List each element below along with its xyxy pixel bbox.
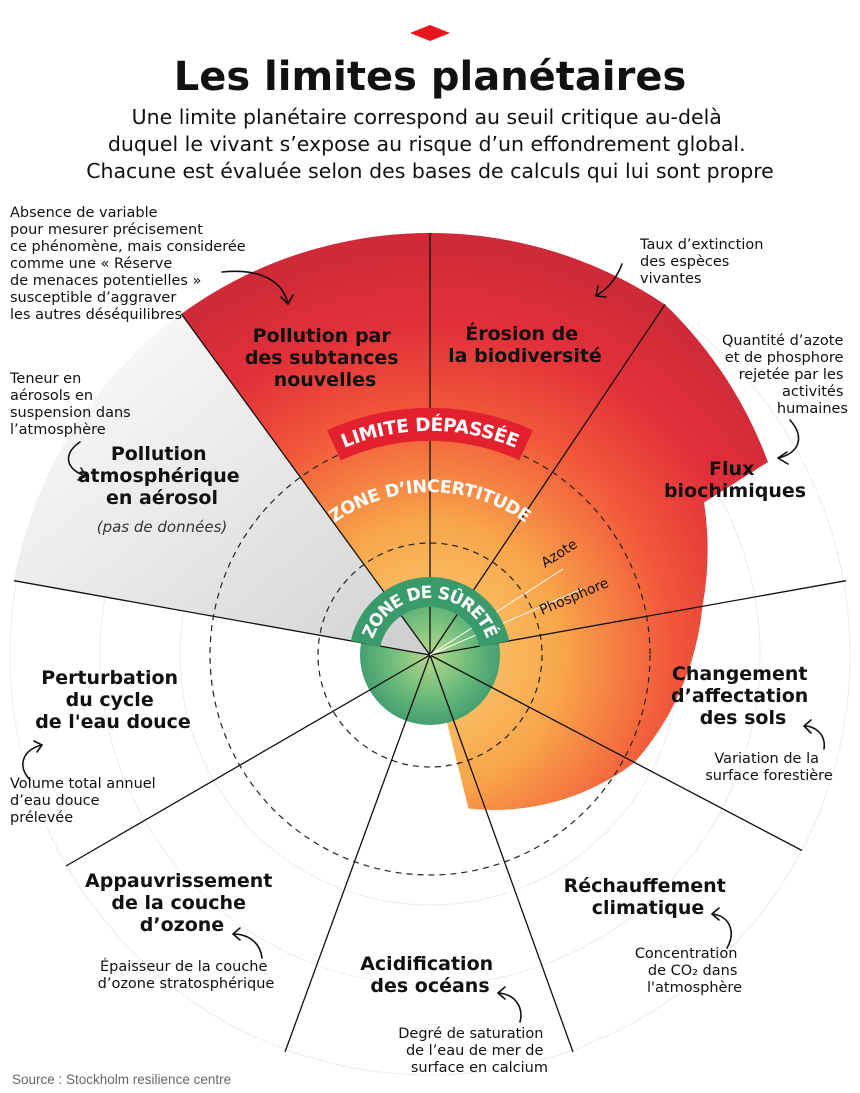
note-ozone: Épaisseur de la couche d’ozone stratosph… [98,958,275,992]
wedge-aerosols [14,313,430,655]
arrow-icon-land-use [803,719,826,750]
note-biodiversity: Taux d’extinction des espèces vivantes [639,237,768,287]
label-novel-entities: Pollution par des subtances nouvelles [245,325,405,391]
arrow-icon-aerosols [67,441,87,481]
arrow-icon-novel-entities [221,270,294,305]
label-biodiversity: Érosion de la biodiversité [448,322,602,367]
arrow-icon-ocean-acidification [497,986,522,1023]
note-biochemical: Quantité d’azote et de phosphore rejetée… [722,333,848,417]
note-freshwater: Volume total annuel d’eau douce prélevée [10,776,160,826]
label-aerosols: Pollution atmosphérique en aérosol [78,443,247,509]
label-climate: Réchauffement climatique [564,875,733,919]
wedge-biodiversity [430,233,665,655]
note-land-use: Variation de la surface forestière [705,751,833,784]
arrow-icon-freshwater [22,740,43,781]
arrow-icon-biochemical [777,419,800,465]
label-ocean-acidification: Acidification des océans [360,953,500,997]
page-title: Les limites planétaires [174,54,687,100]
note-novel-entities: Absence de variable pour mesurer précise… [10,205,250,323]
safe-boundary-line [317,542,543,768]
label-ozone: Appauvrissement de la couche d’ozone [85,870,279,936]
arrow-icon-ozone [232,927,263,959]
label-land-use: Changement d’affectation des sols [671,663,815,729]
note-climate: Concentration de CO₂ dans l'atmosphère [635,946,742,996]
label-aerosols-no-data: (pas de données) [97,518,228,536]
label-biochemical: Flux biochimiques [664,458,806,502]
pointer-arrows [22,263,826,1023]
note-aerosols: Teneur en aérosols en suspension dans l’… [9,371,135,438]
wedge-novel-entities [181,232,430,655]
source-note: Source : Stockholm resilience centre [12,1072,231,1087]
arrow-icon-climate [711,907,732,949]
brand-diamond-icon [410,25,450,41]
wedge-biochemical [430,304,768,655]
label-freshwater: Perturbation du cycle de l'eau douce [35,667,191,733]
subtitle: Une limite planétaire correspond au seui… [86,105,774,183]
note-ocean-acidification: Degré de saturation de l’eau de mer de s… [398,1026,548,1076]
arrow-icon-biodiversity [595,263,623,298]
